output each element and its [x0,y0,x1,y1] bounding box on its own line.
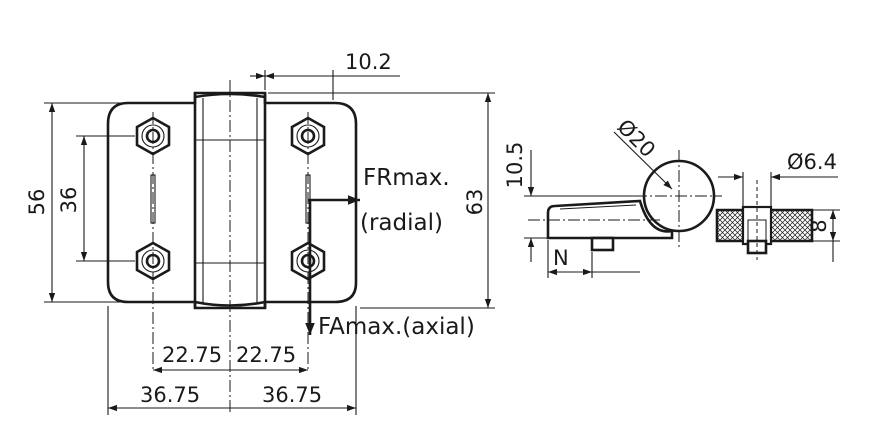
load-radial-direction: (radial) [360,210,443,236]
side-view: Ø20 Ø6.4 10.5 8 N [503,115,840,278]
hinge-knuckle [193,92,267,308]
leader-knuckle-dia [613,131,673,190]
dim-knuckle-dia: Ø20 [612,115,660,163]
load-radial-name: FRmax. [363,165,450,191]
front-view: 10.2 56 36 63 FRmax. (radial) FAmax.(axi… [25,50,495,415]
dim-plate-height: 63 [463,189,487,216]
load-axial: FAmax.(axial) [318,314,475,340]
dim-pin-offset: 10.2 [345,50,392,74]
dim-hole-right: 22.75 [236,343,296,367]
dim-knuckle-height: 10.5 [503,142,527,189]
dim-hole-left: 22.75 [162,343,222,367]
dim-half-left: 36.75 [140,383,200,407]
dim-half-right: 36.75 [262,383,322,407]
side-screw-stub [590,236,615,252]
dim-hole-spacing: 36 [57,187,81,214]
dim-hole-dia: Ø6.4 [787,150,837,174]
dim-total-height: 56 [25,189,49,216]
dim-thickness: 8 [807,219,831,232]
dim-n: N [553,246,569,270]
